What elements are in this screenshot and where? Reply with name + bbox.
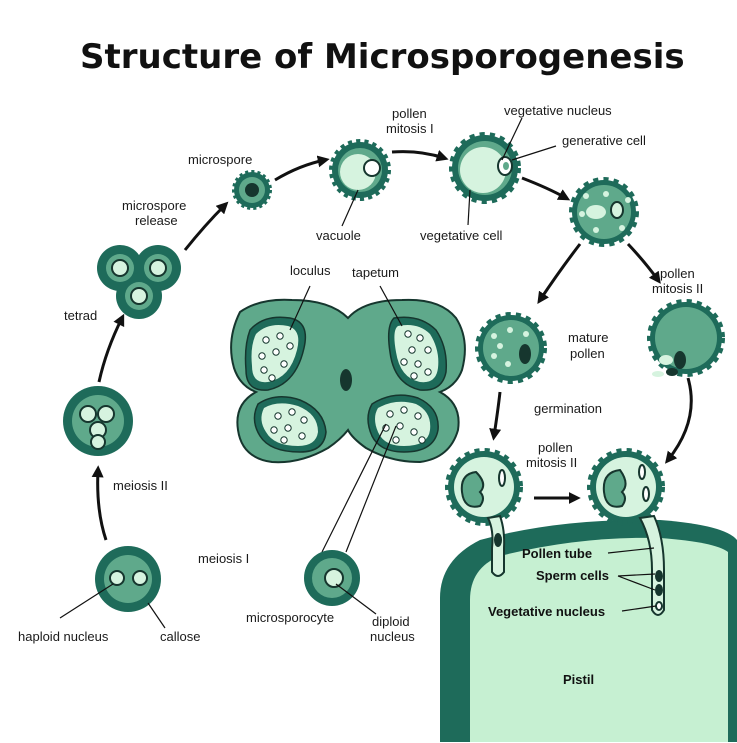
- pollen-mitosis-ii-top-label-1: pollen: [660, 266, 695, 281]
- pollen-mitosis-ii-bottom-label-2: mitosis II: [526, 455, 577, 470]
- meiosis-i-label: meiosis I: [198, 551, 249, 566]
- diploid-nucleus-label-2: nucleus: [370, 629, 415, 644]
- mature-pollen: [475, 312, 547, 384]
- pollen-tube-label: Pollen tube: [522, 546, 592, 561]
- vacuole-label: vacuole: [316, 228, 361, 243]
- tetrad: [97, 245, 181, 319]
- tetrad-label: tetrad: [64, 308, 97, 323]
- haploid-nucleus-left: [109, 570, 125, 586]
- pistil-label: Pistil: [563, 672, 594, 687]
- haploid-nucleus-right: [132, 570, 148, 586]
- meiosis-ii-cell: [63, 386, 133, 456]
- microspore: [232, 170, 272, 210]
- microspore-release-label-2: release: [135, 213, 178, 228]
- germination-label: germination: [534, 401, 602, 416]
- haploid-nucleus-label: haploid nucleus: [18, 629, 109, 644]
- haploid-cell: [95, 546, 161, 612]
- microsporocyte-label: microsporocyte: [246, 610, 334, 625]
- meiosis-ii-label: meiosis II: [113, 478, 168, 493]
- vacuole-cell: [329, 139, 391, 201]
- pollen-mitosis-ii-bottom-label-1: pollen: [538, 440, 573, 455]
- microspore-release-label-1: microspore: [122, 198, 186, 213]
- microspore-label: microspore: [188, 152, 252, 167]
- generative-cell-label: generative cell: [562, 133, 646, 148]
- pollen-mitosis-ii-cell: [647, 299, 725, 377]
- pollen-mitosis-ii-top-label-2: mitosis II: [652, 281, 703, 296]
- vegetative-nucleus-label: vegetative nucleus: [504, 103, 612, 118]
- vegetative-nucleus-tube-label: Vegetative nucleus: [488, 604, 605, 619]
- microsporocyte: [304, 550, 360, 606]
- loculus-label: loculus: [290, 263, 331, 278]
- anther-cross-section: [230, 298, 466, 464]
- callose-label: callose: [160, 629, 200, 644]
- mature-pollen-label-2: pollen: [570, 346, 605, 361]
- pollen-mitosis-i-label-2: mitosis I: [386, 121, 434, 136]
- pollen-grain-spotted: [569, 177, 639, 247]
- pollen-with-tube: [587, 448, 665, 616]
- diagram-title: Structure of Microsporogenesis: [80, 37, 685, 77]
- mature-pollen-label-1: mature: [568, 330, 608, 345]
- vegetative-cell-label: vegetative cell: [420, 228, 502, 243]
- sperm-cells-label: Sperm cells: [536, 568, 609, 583]
- diploid-nucleus-label-1: diploid: [372, 614, 410, 629]
- pollen-mitosis-i-cell: [449, 132, 521, 204]
- pollen-mitosis-i-label-1: pollen: [392, 106, 427, 121]
- germinating-pollen: [445, 448, 523, 577]
- tapetum-label: tapetum: [352, 265, 399, 280]
